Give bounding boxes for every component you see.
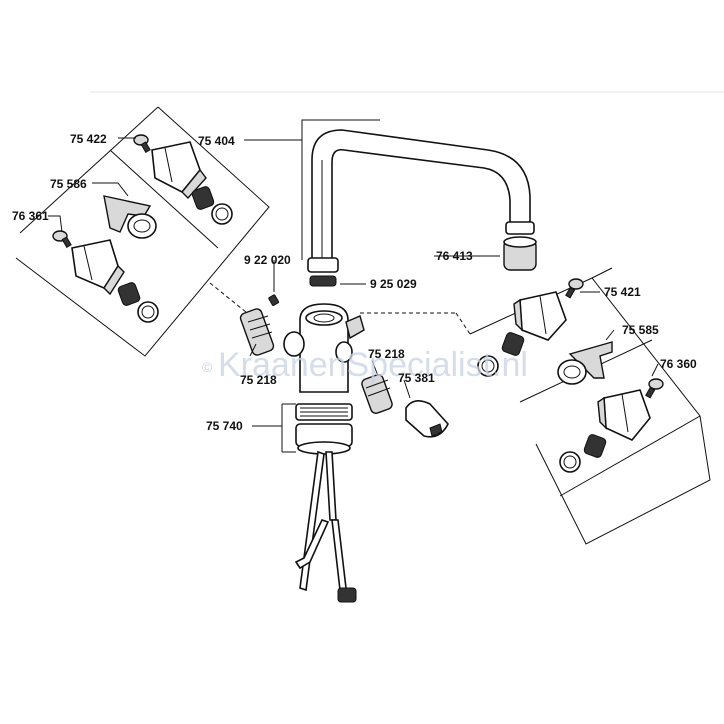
spout [311,129,531,263]
right-cartridge [361,374,393,414]
left-handle-panel [15,106,270,357]
faucet-body [283,303,365,393]
leader-lines [48,119,659,453]
right-screw-bottom [645,378,664,399]
right-screw-top [565,278,584,299]
left-spindle-bottom [117,282,159,323]
label-75740: 75 740 [206,419,243,433]
spout-base-ring [307,257,339,287]
supply-hoses [294,450,357,603]
right-handle-cap-bottom [597,389,651,441]
label-75218-left: 75 218 [240,373,277,387]
label-76413: 76 413 [436,249,473,263]
label-925029: 9 25 029 [370,277,417,291]
right-handle-cap-top [513,291,567,341]
label-922020: 9 22 020 [244,253,291,267]
label-75586: 75 586 [50,177,87,191]
left-lever-handle [103,195,157,239]
right-spindle-top [477,332,525,377]
right-lever-handle [557,341,613,385]
left-screw-bottom [52,230,72,249]
left-cartridge [239,308,275,356]
label-76361: 76 361 [12,209,49,223]
label-75218-right: 75 218 [368,347,405,361]
left-handle-cap-bottom [71,239,125,296]
label-76360: 76 360 [660,357,697,371]
label-75585: 75 585 [622,323,659,337]
right-spindle-bottom [559,434,607,473]
label-75381: 75 381 [398,371,435,385]
watermark-copyright: © [202,359,213,375]
left-panel-divider [109,149,219,249]
left-screw-top [133,134,151,154]
watermark-text: KraanenSpecialist.nl [218,346,528,384]
mounting-assembly [295,403,353,455]
left-spindle-top [191,186,233,225]
right-panel-leader-diag [455,312,471,335]
set-screw [268,294,280,306]
right-lever-knob [405,400,449,438]
label-75421: 75 421 [604,285,641,299]
label-75422: 75 422 [70,132,107,146]
label-75404: 75 404 [198,134,235,148]
aerator [503,221,537,271]
left-handle-cap-top [151,141,207,200]
